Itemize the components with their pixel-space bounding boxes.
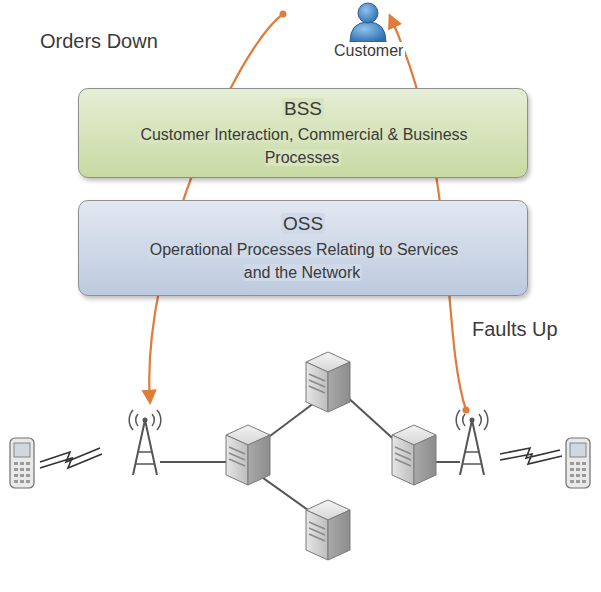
server-right [392, 425, 436, 485]
phone-left [10, 438, 34, 488]
band-description: Operational Processes Relating to Servic… [133, 238, 473, 284]
process-band: OSS Operational Processes Relating to Ser… [78, 200, 528, 296]
flow-label: Faults Up [472, 318, 558, 341]
server-top [306, 352, 350, 412]
radio-link [40, 448, 562, 468]
band-title: OSS [91, 212, 515, 236]
band-description-text: Operational Processes Relating to Servic… [148, 241, 459, 281]
server-left [226, 425, 270, 485]
arrow-start-dot [280, 11, 287, 18]
server-bottom [306, 500, 350, 560]
customer-label: Customer [332, 42, 405, 60]
flow-label: Orders Down [40, 30, 158, 53]
band-title-text: BSS [282, 98, 324, 119]
cell-tower-left [129, 410, 161, 475]
band-title-text: OSS [281, 213, 325, 234]
customer-icon [350, 3, 386, 42]
cell-tower-right [456, 410, 488, 475]
band-description: Customer Interaction, Commercial & Busin… [108, 123, 498, 169]
band-title: BSS [91, 97, 515, 121]
process-band: BSS Customer Interaction, Commercial & Bu… [78, 88, 528, 178]
arrow-start-dot [463, 407, 470, 414]
band-description-text: Customer Interaction, Commercial & Busin… [138, 126, 467, 166]
phone-right [566, 438, 590, 488]
network-links [160, 395, 460, 515]
